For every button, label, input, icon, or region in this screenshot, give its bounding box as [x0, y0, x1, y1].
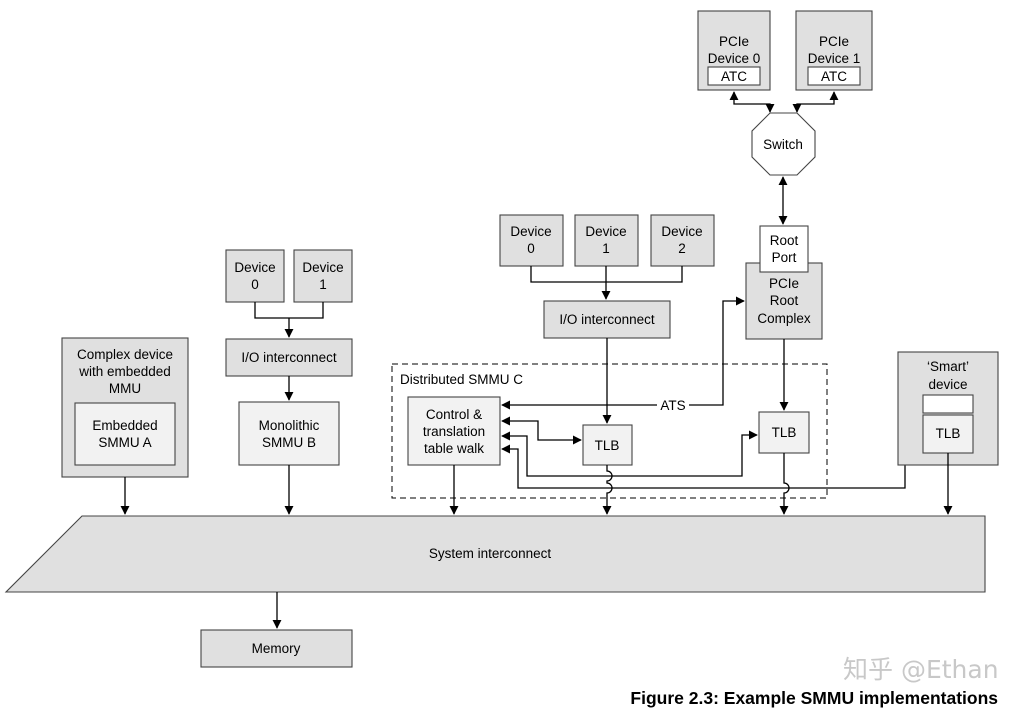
smart-device-line1: ‘Smart’: [927, 359, 969, 374]
pcie-device-0-line2: Device 0: [708, 51, 761, 66]
smart-device-blank-box: [922, 394, 974, 414]
tlb-right-label: TLB: [772, 425, 797, 440]
embedded-smmu-a-box: [74, 402, 176, 466]
device-c0-line1: Device: [510, 224, 551, 239]
control-table-walk-box: [407, 396, 501, 466]
device-c2-line2: 2: [678, 241, 686, 256]
switch-label: Switch: [763, 137, 803, 152]
device-c2-line1: Device: [661, 224, 702, 239]
smart-device-line2: device: [928, 377, 967, 392]
pcie-root-complex-line3: Complex: [757, 311, 811, 326]
io-interconnect-c-label: I/O interconnect: [559, 312, 655, 327]
pcie-root-complex-line2: Root: [770, 293, 799, 308]
pcie-device-1-atc-label: ATC: [821, 69, 847, 84]
control-line3: table walk: [424, 441, 484, 456]
device-b0-box: [225, 249, 285, 303]
device-c1-box: [574, 214, 639, 267]
pcie-device-1-line1: PCIe: [819, 34, 849, 49]
io-interconnect-b-label: I/O interconnect: [241, 350, 337, 365]
pcie-device-0-atc: [707, 66, 761, 86]
pcie-device-0-line1: PCIe: [719, 34, 749, 49]
device-b1-line1: Device: [302, 260, 343, 275]
pcie-root-complex-box: [745, 262, 823, 340]
system-interconnect-label: System interconnect: [429, 546, 552, 561]
system-interconnect: [4, 515, 986, 593]
tlb-left-label: TLB: [595, 438, 620, 453]
watermark: 知乎 @Ethan: [843, 655, 999, 684]
memory-label: Memory: [252, 641, 301, 656]
pcie-root-complex-line1: PCIe: [769, 276, 799, 291]
monolithic-smmu-b-line1: Monolithic: [259, 418, 320, 433]
complex-device-line3: MMU: [109, 381, 141, 396]
control-line2: translation: [423, 424, 485, 439]
control-line1: Control &: [426, 407, 482, 422]
complex-device-line2: with embedded: [78, 364, 171, 379]
smart-device-tlb-box: [922, 414, 974, 454]
embedded-smmu-a-line2: SMMU A: [98, 435, 151, 450]
figure-caption: Figure 2.3: Example SMMU implementations: [630, 688, 998, 708]
smart-device-tlb-label: TLB: [936, 426, 961, 441]
io-interconnect-b-box: [225, 338, 353, 377]
device-c1-line1: Device: [585, 224, 626, 239]
device-b0-line2: 0: [251, 277, 259, 292]
root-port-line2: Port: [772, 250, 797, 265]
device-b1-line2: 1: [319, 277, 327, 292]
switch-node: [751, 112, 816, 176]
embedded-smmu-a-line1: Embedded: [92, 418, 157, 433]
distributed-smmu-c-title: Distributed SMMU C: [400, 372, 523, 387]
pcie-device-1-line2: Device 1: [808, 51, 861, 66]
pcie-device-1-atc: [807, 66, 861, 86]
memory-box: [200, 629, 353, 668]
root-port-box: [759, 225, 809, 273]
device-c1-line2: 1: [602, 241, 610, 256]
io-interconnect-c-box: [543, 300, 671, 339]
root-port-line1: Root: [770, 233, 799, 248]
device-c0-line2: 0: [527, 241, 535, 256]
monolithic-smmu-b-line2: SMMU B: [262, 435, 316, 450]
device-b1-box: [293, 249, 353, 303]
pcie-device-0-atc-label: ATC: [721, 69, 747, 84]
complex-device-line1: Complex device: [77, 347, 173, 362]
monolithic-smmu-b-box: [238, 401, 340, 466]
ats-label: ATS: [660, 398, 685, 413]
device-b0-line1: Device: [234, 260, 275, 275]
